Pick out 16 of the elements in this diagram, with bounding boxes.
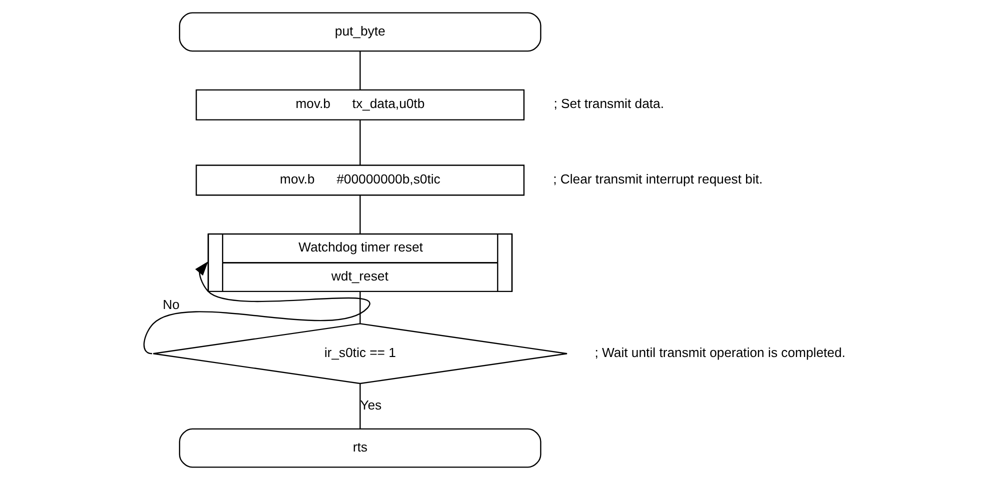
edge-label: No bbox=[162, 297, 180, 312]
connector bbox=[359, 120, 360, 165]
node-box: put_byte bbox=[178, 12, 541, 52]
edge-label: Yes bbox=[360, 398, 382, 413]
node-label: ; Wait until transmit operation is completed. bbox=[594, 344, 845, 360]
connector bbox=[359, 384, 360, 429]
node-box: rts bbox=[178, 428, 541, 468]
connector bbox=[359, 291, 360, 324]
arrow bbox=[143, 261, 369, 354]
connector bbox=[359, 195, 360, 234]
node-label: ; Set transmit data. bbox=[553, 96, 664, 112]
node-label: ; Clear transmit interrupt request bit. bbox=[552, 172, 762, 187]
connector bbox=[359, 51, 360, 90]
node-diamond: ir_s0tic == 1 bbox=[152, 323, 568, 384]
node-box: mov.b tx_data,u0tb bbox=[195, 89, 524, 120]
node-box: mov.b #00000000b,s0tic bbox=[195, 164, 524, 196]
